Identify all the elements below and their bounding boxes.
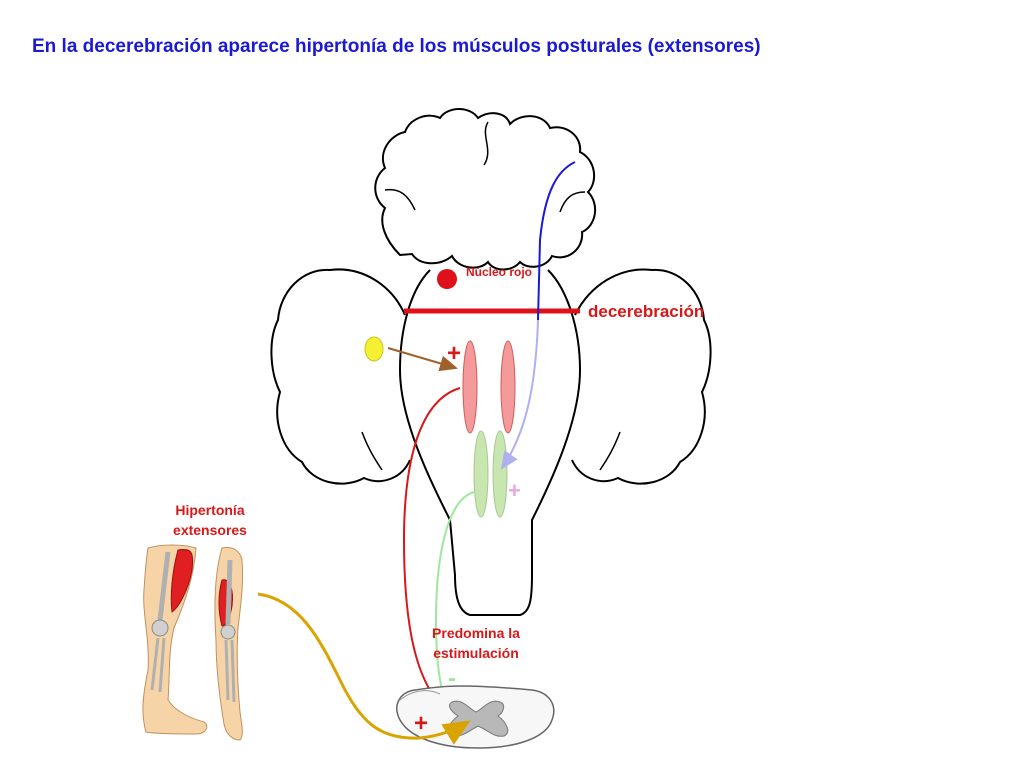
- brown-arrow: [387, 347, 458, 372]
- slide-title: En la decerebración aparece hipertonía d…: [32, 36, 761, 57]
- pink-nucleus-right: [500, 340, 516, 434]
- cerebellum-left-fold: [361, 431, 383, 471]
- lavender-arrow: [500, 319, 539, 470]
- cerebrum-outline: [374, 108, 597, 271]
- leg-illustration-1: [142, 544, 208, 735]
- leg-1-bone-lower: [150, 637, 166, 693]
- plus-sign-bottom: +: [414, 710, 429, 737]
- predomina-label: Predomina la estimulación: [418, 623, 534, 663]
- brainstem-outline: [398, 269, 582, 616]
- predomina-line-2: estimulación: [433, 645, 519, 661]
- cerebrum-fold-right: [559, 191, 586, 213]
- dorsal-root-left: [399, 690, 441, 701]
- hipertonia-line-2: extensores: [173, 522, 247, 538]
- cerebellum-right: [571, 268, 712, 485]
- predomina-line-1: Predomina la: [432, 625, 520, 641]
- hipertonia-label: Hipertonía extensores: [160, 500, 260, 540]
- leg-illustration-2: [214, 547, 244, 741]
- plus-sign-pink: +: [508, 478, 521, 503]
- leg-1-bone-upper: [157, 551, 171, 621]
- blue-cortical-path: [537, 161, 576, 321]
- minus-sign-green: -: [448, 665, 456, 692]
- cerebrum-midline: [483, 121, 489, 166]
- green-nucleus-left: [473, 430, 489, 518]
- leg-2-knee: [220, 624, 236, 640]
- hipertonia-line-1: Hipertonía: [175, 502, 245, 518]
- cerebellum-right-fold: [599, 431, 621, 471]
- red-nucleus: [437, 269, 457, 289]
- cerebrum-fold-left: [384, 188, 416, 211]
- decerebracion-label: decerebración: [588, 302, 705, 321]
- cerebellum-left: [270, 268, 411, 485]
- pink-nucleus-left: [462, 340, 478, 434]
- leg-2-bone-lower: [224, 639, 236, 703]
- green-nucleus-right: [492, 430, 508, 518]
- leg-2-bone-upper: [225, 559, 233, 625]
- plus-sign-red: +: [447, 340, 462, 367]
- leg-1-muscle: [170, 549, 194, 613]
- nucleo-rojo-label: Núcleo rojo: [466, 265, 533, 279]
- gold-afferent-nerve: [257, 592, 471, 745]
- leg-1-knee: [151, 619, 169, 637]
- yellow-nucleus: [364, 336, 384, 362]
